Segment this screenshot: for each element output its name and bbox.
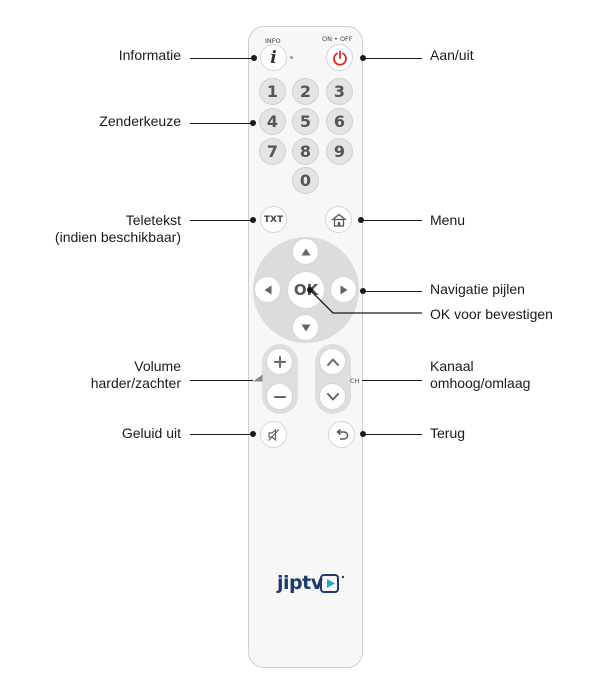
arrow-up-button[interactable]: [292, 238, 319, 265]
label-navigatie: Navigatie pijlen: [430, 281, 525, 297]
back-button[interactable]: [328, 421, 355, 448]
info-indicator-dot: [290, 56, 293, 59]
digit-2-label: 2: [299, 82, 312, 101]
minus-icon: [273, 395, 286, 398]
leader-geluid-uit: [190, 434, 253, 436]
volume-wedge-icon: [253, 374, 263, 382]
digit-6-button[interactable]: 6: [326, 108, 353, 135]
channel-down-button[interactable]: [319, 383, 346, 410]
channel-caption: CH: [350, 377, 360, 385]
info-button[interactable]: i: [260, 44, 287, 71]
power-caption: ON • OFF: [322, 35, 353, 43]
chevron-up-icon: [326, 358, 339, 366]
digit-7-label: 7: [266, 142, 279, 161]
volume-up-button[interactable]: [266, 348, 293, 375]
brand-logo-text: jiptv: [277, 572, 323, 594]
digit-0-label: 0: [299, 171, 312, 190]
label-ok-bevestigen: OK voor bevestigen: [430, 306, 553, 322]
leader-kanaal: [362, 380, 422, 382]
arrow-down-button[interactable]: [292, 314, 319, 341]
teletext-label: TXT: [263, 214, 284, 225]
label-teletekst-1: Teletekst: [125, 212, 181, 228]
digit-7-button[interactable]: 7: [259, 138, 286, 165]
arrow-left-icon: [264, 285, 271, 294]
label-geluid-uit: Geluid uit: [121, 425, 181, 441]
chevron-down-icon: [326, 392, 339, 400]
digit-2-button[interactable]: 2: [292, 78, 319, 105]
info-caption: INFO: [265, 37, 281, 45]
label-volume-1: Volume: [134, 358, 181, 374]
ok-label: OK: [293, 281, 319, 299]
arrow-left-button[interactable]: [254, 276, 281, 303]
label-aan-uit: Aan/uit: [430, 47, 474, 63]
arrow-right-icon: [340, 285, 347, 294]
digit-1-label: 1: [266, 82, 279, 101]
mute-icon: [267, 428, 279, 441]
leader-teletekst: [190, 220, 253, 222]
leader-ok: [307, 287, 422, 314]
leader-dot-teletekst: [250, 217, 256, 223]
power-button[interactable]: [326, 44, 353, 71]
label-kanaal-2: omhoog/omlaag: [430, 375, 531, 391]
info-symbol: i: [270, 47, 277, 68]
arrow-up-icon: [301, 248, 310, 255]
digit-6-label: 6: [333, 112, 346, 131]
leader-navigatie: [362, 291, 422, 293]
home-icon: [331, 213, 346, 227]
brand-logo-icon: [320, 574, 345, 593]
digit-5-label: 5: [299, 112, 312, 131]
leader-informatie: [190, 58, 254, 60]
leader-dot-geluid-uit: [250, 431, 256, 437]
leader-zenderkeuze: [190, 123, 253, 125]
digit-9-label: 9: [333, 142, 346, 161]
label-zenderkeuze: Zenderkeuze: [99, 113, 181, 129]
leader-menu: [361, 220, 422, 222]
label-informatie: Informatie: [118, 47, 181, 63]
channel-up-button[interactable]: [319, 348, 346, 375]
digit-1-button[interactable]: 1: [259, 78, 286, 105]
back-icon: [336, 428, 348, 440]
leader-volume: [190, 380, 253, 382]
leader-aan-uit: [362, 58, 422, 60]
label-terug: Terug: [430, 425, 466, 441]
teletext-button[interactable]: TXT: [260, 206, 287, 233]
digit-3-label: 3: [333, 82, 346, 101]
leader-terug: [362, 434, 422, 436]
leader-dot-zenderkeuze: [250, 120, 256, 126]
digit-9-button[interactable]: 9: [326, 138, 353, 165]
ok-button[interactable]: OK: [287, 271, 325, 309]
label-volume-2: harder/zachter: [90, 375, 181, 391]
digit-8-button[interactable]: 8: [292, 138, 319, 165]
digit-0-button[interactable]: 0: [292, 167, 319, 194]
label-menu: Menu: [430, 212, 466, 228]
menu-button[interactable]: [325, 206, 352, 233]
power-icon: [332, 50, 347, 66]
digit-8-label: 8: [299, 142, 312, 161]
digit-4-label: 4: [266, 112, 279, 131]
label-kanaal-1: Kanaal: [430, 358, 474, 374]
volume-down-button[interactable]: [266, 383, 293, 410]
label-teletekst-2: (indien beschikbaar): [54, 229, 181, 245]
arrow-down-icon: [301, 324, 310, 331]
leader-dot-informatie: [251, 55, 257, 61]
digit-3-button[interactable]: 3: [326, 78, 353, 105]
digit-4-button[interactable]: 4: [259, 108, 286, 135]
plus-icon: [273, 355, 286, 368]
digit-5-button[interactable]: 5: [292, 108, 319, 135]
mute-button[interactable]: [260, 421, 287, 448]
arrow-right-button[interactable]: [330, 276, 357, 303]
